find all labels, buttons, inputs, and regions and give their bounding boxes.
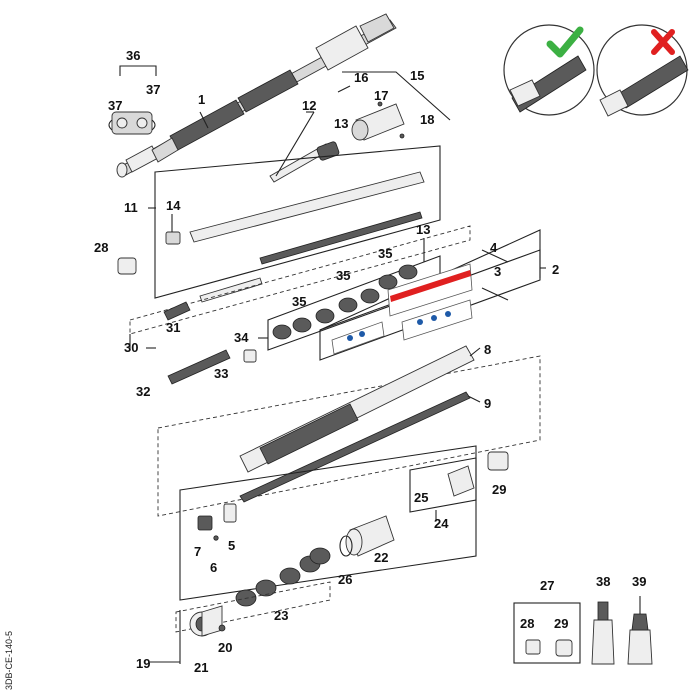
callout-6: 6 bbox=[210, 560, 217, 575]
callout-21: 21 bbox=[194, 660, 208, 675]
callout-8: 8 bbox=[484, 342, 491, 357]
callout-25: 25 bbox=[414, 490, 428, 505]
callout-30: 30 bbox=[124, 340, 138, 355]
assembly-box-11 bbox=[154, 145, 441, 303]
box-lower bbox=[179, 445, 477, 601]
collar-part-13a bbox=[316, 141, 340, 161]
callout-28: 28 bbox=[520, 616, 534, 631]
clamp-assembly bbox=[108, 65, 157, 135]
callouts: 36 37 37 1 12 13 16 15 17 18 11 14 13 28… bbox=[94, 48, 646, 675]
callout-1: 1 bbox=[198, 92, 205, 107]
correct-installation-indicator bbox=[503, 24, 595, 116]
callout-5: 5 bbox=[228, 538, 235, 553]
sleeve-part-25 bbox=[447, 465, 475, 497]
callout-29: 29 bbox=[492, 482, 506, 497]
collar-part-5 bbox=[223, 503, 237, 523]
bushing-part-29 bbox=[487, 451, 509, 471]
callout-4: 4 bbox=[490, 240, 498, 255]
callout-16: 16 bbox=[354, 70, 368, 85]
grease-tube-part-38 bbox=[591, 601, 615, 665]
wrong-installation-indicator bbox=[596, 24, 689, 117]
spring-part-31 bbox=[163, 301, 191, 321]
callout-19: 19 bbox=[136, 656, 150, 671]
tube-part-8 bbox=[239, 345, 475, 473]
callout-32: 32 bbox=[136, 384, 150, 399]
ring-part-20 bbox=[218, 624, 226, 632]
callout-39: 39 bbox=[632, 574, 646, 589]
x-mark-icon bbox=[651, 29, 675, 55]
callout-28: 28 bbox=[94, 240, 108, 255]
callout-36: 36 bbox=[126, 48, 140, 63]
callout-35: 35 bbox=[336, 268, 350, 283]
callout-38: 38 bbox=[596, 574, 610, 589]
callout-13: 13 bbox=[416, 222, 430, 237]
dashed-box-30 bbox=[129, 225, 471, 335]
callout-35: 35 bbox=[292, 294, 306, 309]
callout-35: 35 bbox=[378, 246, 392, 261]
callout-7: 7 bbox=[194, 544, 201, 559]
tube-part-9 bbox=[239, 391, 471, 503]
callout-24: 24 bbox=[434, 516, 449, 531]
oil-bottle-part-39 bbox=[627, 596, 653, 665]
pin-part-6 bbox=[213, 535, 219, 541]
bushing-part-22 bbox=[345, 515, 395, 557]
callout-27: 27 bbox=[540, 578, 554, 593]
fitting-part-7 bbox=[197, 515, 213, 531]
callout-3: 3 bbox=[494, 264, 501, 279]
callout-2: 2 bbox=[552, 262, 559, 277]
bushing-part-21 bbox=[189, 605, 223, 637]
bushing-part-33 bbox=[243, 349, 257, 363]
callout-31: 31 bbox=[166, 320, 180, 335]
callout-33: 33 bbox=[214, 366, 228, 381]
callout-26: 26 bbox=[338, 572, 352, 587]
callout-22: 22 bbox=[374, 550, 388, 565]
leader-lines bbox=[146, 111, 546, 663]
callout-20: 20 bbox=[218, 640, 232, 655]
callout-29: 29 bbox=[554, 616, 568, 631]
ring-set-part-23 bbox=[235, 547, 331, 607]
callout-13: 13 bbox=[334, 116, 348, 131]
callout-14: 14 bbox=[166, 198, 181, 213]
ring-part-26 bbox=[339, 535, 353, 557]
sleeve-part-28 bbox=[117, 257, 137, 275]
box-part-24 bbox=[409, 457, 477, 513]
callout-17: 17 bbox=[374, 88, 388, 103]
connector-part-15-18 bbox=[337, 71, 451, 141]
service-kit-27 bbox=[513, 602, 581, 664]
shaft-part-32 bbox=[167, 349, 231, 385]
callout-37: 37 bbox=[146, 82, 160, 97]
document-code: 3DB-CE-140-5 bbox=[4, 631, 14, 690]
callout-11: 11 bbox=[124, 200, 138, 215]
label-box-2 bbox=[319, 229, 541, 361]
callout-34: 34 bbox=[234, 330, 249, 345]
callout-12: 12 bbox=[302, 98, 316, 113]
callout-9: 9 bbox=[484, 396, 491, 411]
dashed-box-19 bbox=[175, 581, 331, 633]
callout-15: 15 bbox=[410, 68, 424, 83]
callout-23: 23 bbox=[274, 608, 288, 623]
check-mark-icon bbox=[546, 26, 584, 58]
callout-18: 18 bbox=[420, 112, 434, 127]
callout-37: 37 bbox=[108, 98, 122, 113]
